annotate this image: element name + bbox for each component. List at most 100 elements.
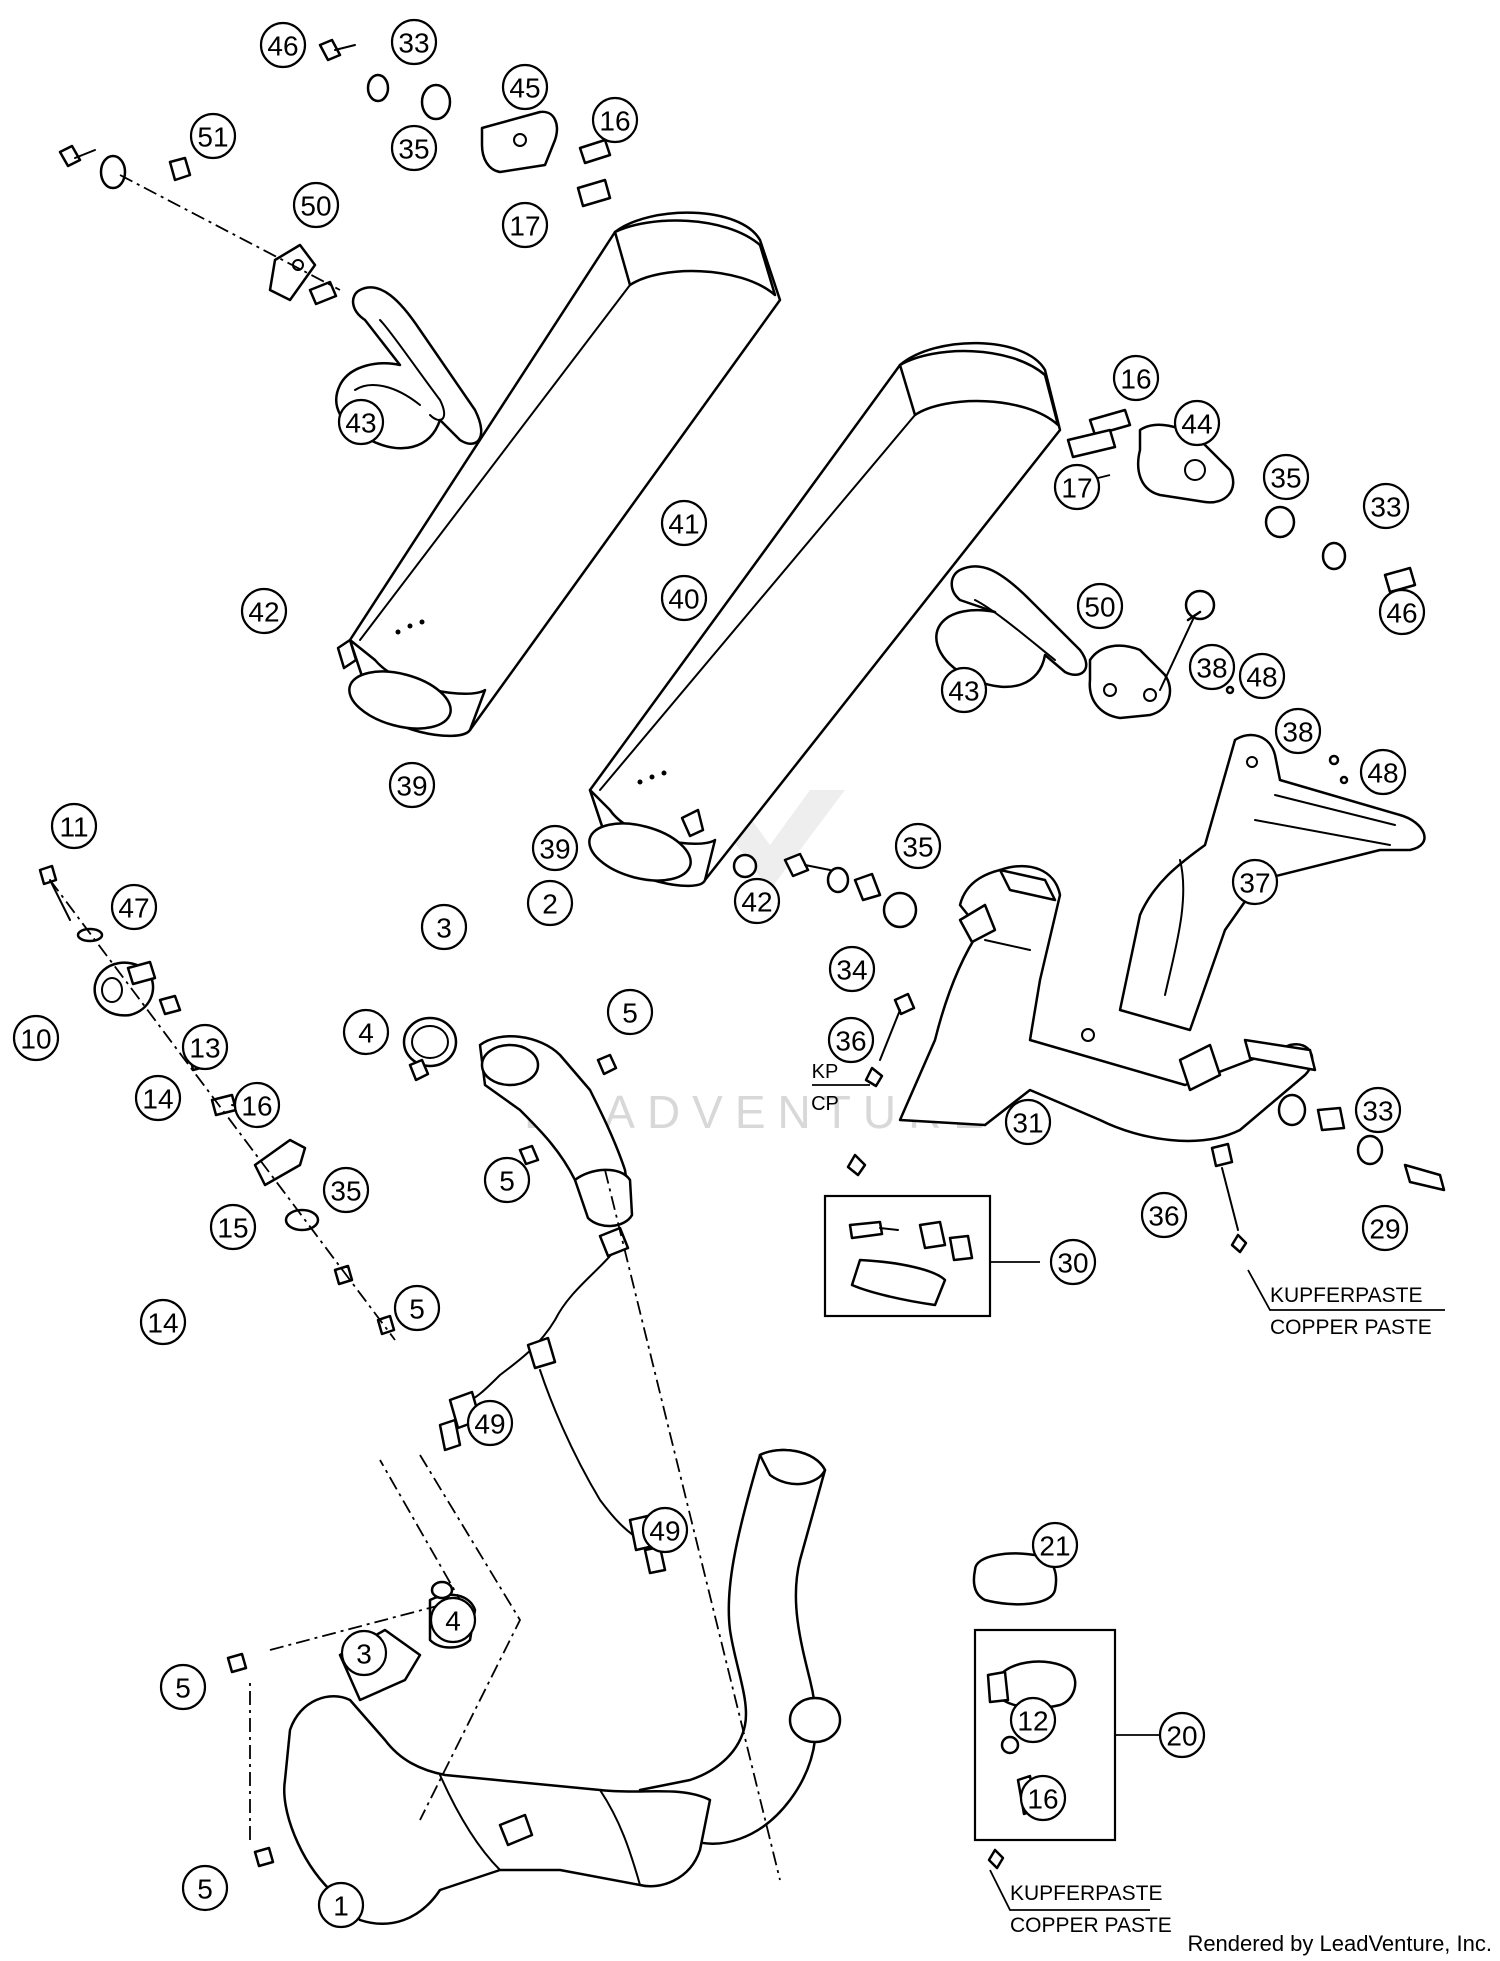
plate-50-right <box>1088 589 1216 720</box>
callout-43: 43 <box>940 666 988 714</box>
callout-43: 43 <box>337 398 385 446</box>
callout-label: 50 <box>1084 592 1115 623</box>
callout-circle <box>1076 582 1124 630</box>
callout-circle <box>466 1399 514 1447</box>
callout-44: 44 <box>1173 399 1221 447</box>
callout-circle <box>292 181 340 229</box>
callout-35: 35 <box>894 822 942 870</box>
callout-31: 31 <box>1004 1098 1052 1146</box>
callout-circle <box>940 666 988 714</box>
callout-circle <box>531 824 579 872</box>
callout-circle <box>1188 643 1236 691</box>
callout-33: 33 <box>390 18 438 66</box>
callout-label: 39 <box>396 771 427 802</box>
callout-circle <box>420 903 468 951</box>
callout-label: 5 <box>175 1673 191 1704</box>
callout-label: 14 <box>147 1308 178 1339</box>
callout-circle <box>1019 1774 1067 1822</box>
callout-34: 34 <box>828 945 876 993</box>
callout-circle <box>1009 1696 1057 1744</box>
callout-label: 36 <box>835 1026 866 1057</box>
callout-39: 39 <box>531 824 579 872</box>
callout-label: 49 <box>649 1516 680 1547</box>
callout-42: 42 <box>733 877 781 925</box>
callout-circle <box>1378 588 1426 636</box>
callout-label: 35 <box>1270 463 1301 494</box>
callout-label: 16 <box>1120 364 1151 395</box>
callout-21: 21 <box>1031 1521 1079 1569</box>
callout-circle <box>1361 1204 1409 1252</box>
y-pipe-31 <box>898 865 1317 1143</box>
callout-5: 5 <box>159 1663 207 1711</box>
callout-label: 47 <box>118 893 149 924</box>
callout-label: 37 <box>1239 868 1270 899</box>
callout-41: 41 <box>660 499 708 547</box>
callout-10: 10 <box>12 1014 60 1062</box>
callout-33: 33 <box>1362 482 1410 530</box>
callout-label: 21 <box>1039 1531 1070 1562</box>
callout-49: 49 <box>641 1506 689 1554</box>
callout-47: 47 <box>110 883 158 931</box>
callout-5: 5 <box>606 988 654 1036</box>
callout-circle <box>189 112 237 160</box>
callout-label: 48 <box>1246 662 1277 693</box>
callout-circle <box>827 1016 875 1064</box>
callout-circle <box>1362 482 1410 530</box>
callout-label: 1 <box>333 1891 349 1922</box>
hardware-top-left <box>58 38 612 306</box>
callout-label: 11 <box>59 812 88 843</box>
callout-35: 35 <box>322 1166 370 1214</box>
callout-circle <box>390 18 438 66</box>
callout-circle <box>110 883 158 931</box>
callout-circle <box>139 1298 187 1346</box>
callout-38: 38 <box>1274 707 1322 755</box>
callout-label: 4 <box>445 1606 461 1637</box>
clamp-set-30-box <box>823 1194 992 1318</box>
callout-circle <box>317 1881 365 1929</box>
callout-circle <box>733 877 781 925</box>
callout-label: 33 <box>1362 1096 1393 1127</box>
callout-16: 16 <box>233 1081 281 1129</box>
callout-circle <box>388 761 436 809</box>
callout-circle <box>894 822 942 870</box>
callout-label: 48 <box>1367 758 1398 789</box>
callout-label: 10 <box>20 1024 51 1055</box>
callout-48: 48 <box>1238 652 1286 700</box>
callout-label: 45 <box>509 73 540 104</box>
callout-45: 45 <box>501 63 549 111</box>
callout-4: 4 <box>342 1008 390 1056</box>
callout-circle <box>134 1074 182 1122</box>
callout-label: 43 <box>948 676 979 707</box>
callout-circle <box>181 1864 229 1912</box>
callout-5: 5 <box>181 1864 229 1912</box>
hardware-mid <box>732 610 1446 1254</box>
callout-circle <box>159 1663 207 1711</box>
callout-14: 14 <box>134 1074 182 1122</box>
callout-circle <box>1049 1238 1097 1286</box>
callout-label: 46 <box>267 31 298 62</box>
callout-label: 31 <box>1012 1108 1043 1139</box>
callout-label: 42 <box>248 597 279 628</box>
heat-shield-37 <box>1118 733 1426 1032</box>
callout-circle <box>342 1008 390 1056</box>
callout-circle <box>1173 399 1221 447</box>
callout-circle <box>181 1023 229 1071</box>
callout-label: 46 <box>1386 598 1417 629</box>
callout-12: 12 <box>1009 1696 1057 1744</box>
callout-circle <box>1274 707 1322 755</box>
callout-label: 14 <box>142 1084 173 1115</box>
callout-circle <box>233 1081 281 1129</box>
callout-16: 16 <box>1019 1774 1067 1822</box>
callout-40: 40 <box>660 574 708 622</box>
callout-circle <box>526 879 574 927</box>
callout-29: 29 <box>1361 1204 1409 1252</box>
callout-label: 42 <box>741 887 772 918</box>
callout-11: 11 <box>50 802 98 850</box>
callout-label: 5 <box>499 1166 515 1197</box>
callout-label: 5 <box>409 1294 425 1325</box>
callout-label: 17 <box>1061 473 1092 504</box>
callout-13: 13 <box>181 1023 229 1071</box>
callout-label: 41 <box>668 509 699 540</box>
manifold-2 <box>402 1016 634 1228</box>
